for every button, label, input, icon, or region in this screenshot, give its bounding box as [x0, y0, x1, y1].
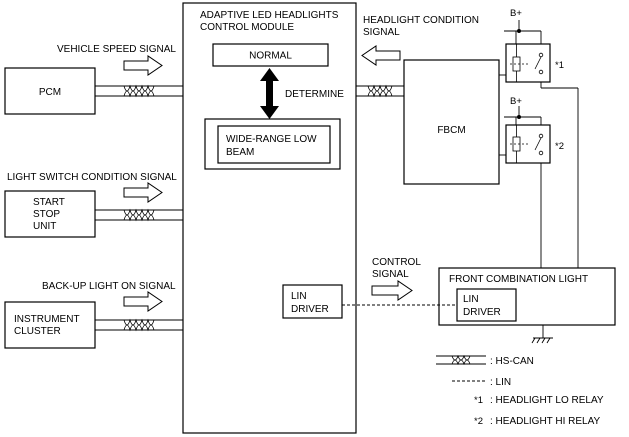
start-stop-can-bus: [95, 208, 183, 222]
headlight-condition-line2: SIGNAL: [363, 27, 400, 38]
fbcm-label: FBCM: [437, 125, 465, 136]
light-switch-signal-label: LIGHT SWITCH CONDITION SIGNAL: [7, 172, 177, 183]
cluster-can-bus: [95, 318, 183, 332]
pcm-can-bus: [95, 84, 183, 98]
control-signal-arrow: [371, 280, 413, 301]
instrument-cluster-line2: CLUSTER: [14, 326, 61, 337]
control-signal-line1: CONTROL: [372, 257, 421, 268]
front-lin-line1: LIN: [463, 294, 479, 305]
control-signal-line2: SIGNAL: [372, 269, 409, 280]
light-switch-arrow: [123, 182, 163, 203]
module-lin-line2: DRIVER: [291, 304, 329, 315]
backup-light-arrow: [123, 291, 163, 312]
start-stop-line1: START: [33, 197, 65, 208]
normal-label: NORMAL: [249, 51, 292, 62]
instrument-cluster-line1: INSTRUMENT: [14, 314, 80, 325]
relay2-mark: *2: [555, 141, 564, 152]
wide-range-line2: BEAM: [226, 147, 254, 158]
fbcm-box: [403, 59, 500, 185]
legend-relay2-label: : HEADLIGHT HI RELAY: [490, 416, 601, 427]
headlight-hi-relay: B+ *2: [499, 96, 564, 268]
legend-hs-can-symbol: [436, 354, 486, 366]
vehicle-speed-arrow: [123, 55, 163, 76]
determine-arrow: [260, 68, 279, 119]
b-plus-label-2: B+: [510, 96, 522, 107]
front-lin-line2: DRIVER: [463, 307, 501, 318]
headlight-condition-arrow: [361, 45, 401, 66]
backup-light-signal-label: BACK-UP LIGHT ON SIGNAL: [42, 281, 176, 292]
module-lin-line1: LIN: [291, 291, 307, 302]
relay1-mark: *1: [555, 60, 564, 71]
instrument-cluster-box: [4, 301, 96, 349]
start-stop-unit-box: [4, 190, 96, 238]
legend-relay1-label: : HEADLIGHT LO RELAY: [490, 395, 604, 406]
wide-range-inner-box: [217, 125, 331, 164]
start-stop-line3: UNIT: [33, 221, 56, 232]
headlight-lo-relay: B+ *1: [499, 8, 579, 268]
fbcm-can-bus: [356, 84, 404, 98]
pcm-label: PCM: [39, 87, 61, 98]
legend-relay2-mark: *2: [474, 416, 483, 427]
b-plus-label-1: B+: [510, 8, 522, 19]
normal-box: [212, 43, 329, 67]
legend-relay1-mark: *1: [474, 395, 483, 406]
control-module-box: [182, 2, 357, 434]
start-stop-line2: STOP: [33, 209, 60, 220]
module-lin-driver-box: [282, 284, 343, 319]
front-combination-light-title: FRONT COMBINATION LIGHT: [449, 274, 588, 285]
pcm-box: [4, 67, 96, 115]
vehicle-speed-signal-label: VEHICLE SPEED SIGNAL: [57, 44, 176, 55]
ground-symbol: [531, 325, 553, 344]
wide-range-line1: WIDE-RANGE LOW: [226, 134, 317, 145]
headlight-condition-line1: HEADLIGHT CONDITION: [363, 15, 479, 26]
module-title-line1: ADAPTIVE LED HEADLIGHTS: [200, 10, 339, 21]
legend-hs-can-label: : HS-CAN: [490, 356, 534, 367]
legend-lin-label: : LIN: [490, 377, 511, 388]
front-lin-driver-box: [456, 288, 517, 322]
module-title-line2: CONTROL MODULE: [200, 22, 294, 33]
determine-label: DETERMINE: [285, 89, 344, 100]
